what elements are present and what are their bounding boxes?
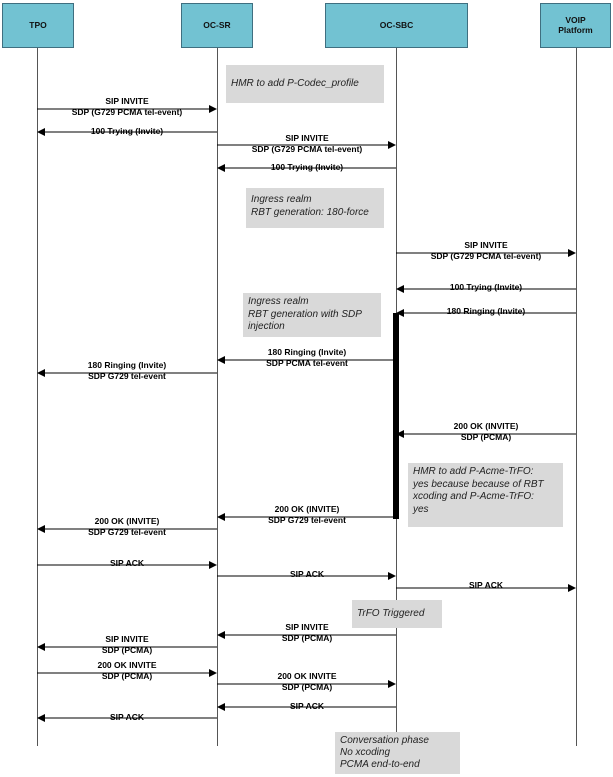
message-label: 180 Ringing (Invite) SDP PCMA tel-event — [266, 347, 348, 369]
message-label: 100 Trying (Invite) — [449, 282, 523, 292]
message-label: 180 Ringing (Invite) — [446, 306, 526, 316]
message-label: SIP INVITE SDP (G729 PCMA tel-event) — [430, 240, 542, 262]
message-label: SIP ACK — [289, 701, 325, 711]
message-label: SIP INVITE SDP (PCMA) — [101, 634, 153, 656]
note-trfo-triggered: TrFO Triggered — [352, 600, 442, 628]
message-label: 100 Trying (Invite) — [270, 162, 344, 172]
message-label: SIP INVITE SDP (G729 PCMA tel-event) — [251, 133, 363, 155]
message-label: SIP ACK — [289, 569, 325, 579]
message-label: SIP ACK — [468, 580, 504, 590]
message-label: 100 Trying (Invite) — [90, 126, 164, 136]
message-label: SIP ACK — [109, 712, 145, 722]
message-label: 200 OK (INVITE) SDP G729 tel-event — [88, 516, 166, 538]
message-label: 200 OK INVITE SDP (PCMA) — [277, 671, 337, 693]
message-label: 180 Ringing (Invite) SDP G729 tel-event — [87, 360, 167, 382]
lifeline-ocsr — [217, 48, 218, 746]
message-label: SIP INVITE SDP (PCMA) — [281, 622, 333, 644]
note-hmr-trfo: HMR to add P-Acme-TrFO: yes because beca… — [408, 463, 563, 527]
note-ingress-rbt-sdp: Ingress realm RBT generation with SDP in… — [243, 293, 381, 337]
message-label: 200 OK (INVITE) SDP (PCMA) — [453, 421, 519, 443]
note-ingress-rbt: Ingress realm RBT generation: 180-force — [246, 188, 384, 228]
message-label: SIP INVITE SDP (G729 PCMA tel-event) — [71, 96, 183, 118]
note-hmr-codec-profile: HMR to add P-Codec_profile — [226, 65, 384, 103]
participant-voip: VOIP Platform — [540, 3, 611, 48]
activation-bar-ocsbc — [393, 313, 399, 519]
message-label: 200 OK INVITE SDP (PCMA) — [97, 660, 157, 682]
participant-ocsbc: OC-SBC — [325, 3, 468, 48]
message-label: SIP ACK — [109, 558, 145, 568]
message-label: 200 OK (INVITE) SDP G729 tel-event — [268, 504, 346, 526]
lifeline-voip — [576, 48, 577, 746]
participant-ocsr: OC-SR — [181, 3, 253, 48]
note-conversation-phase: Conversation phase No xcoding PCMA end-t… — [335, 732, 460, 774]
participant-tpo: TPO — [2, 3, 74, 48]
lifeline-tpo — [37, 48, 38, 746]
